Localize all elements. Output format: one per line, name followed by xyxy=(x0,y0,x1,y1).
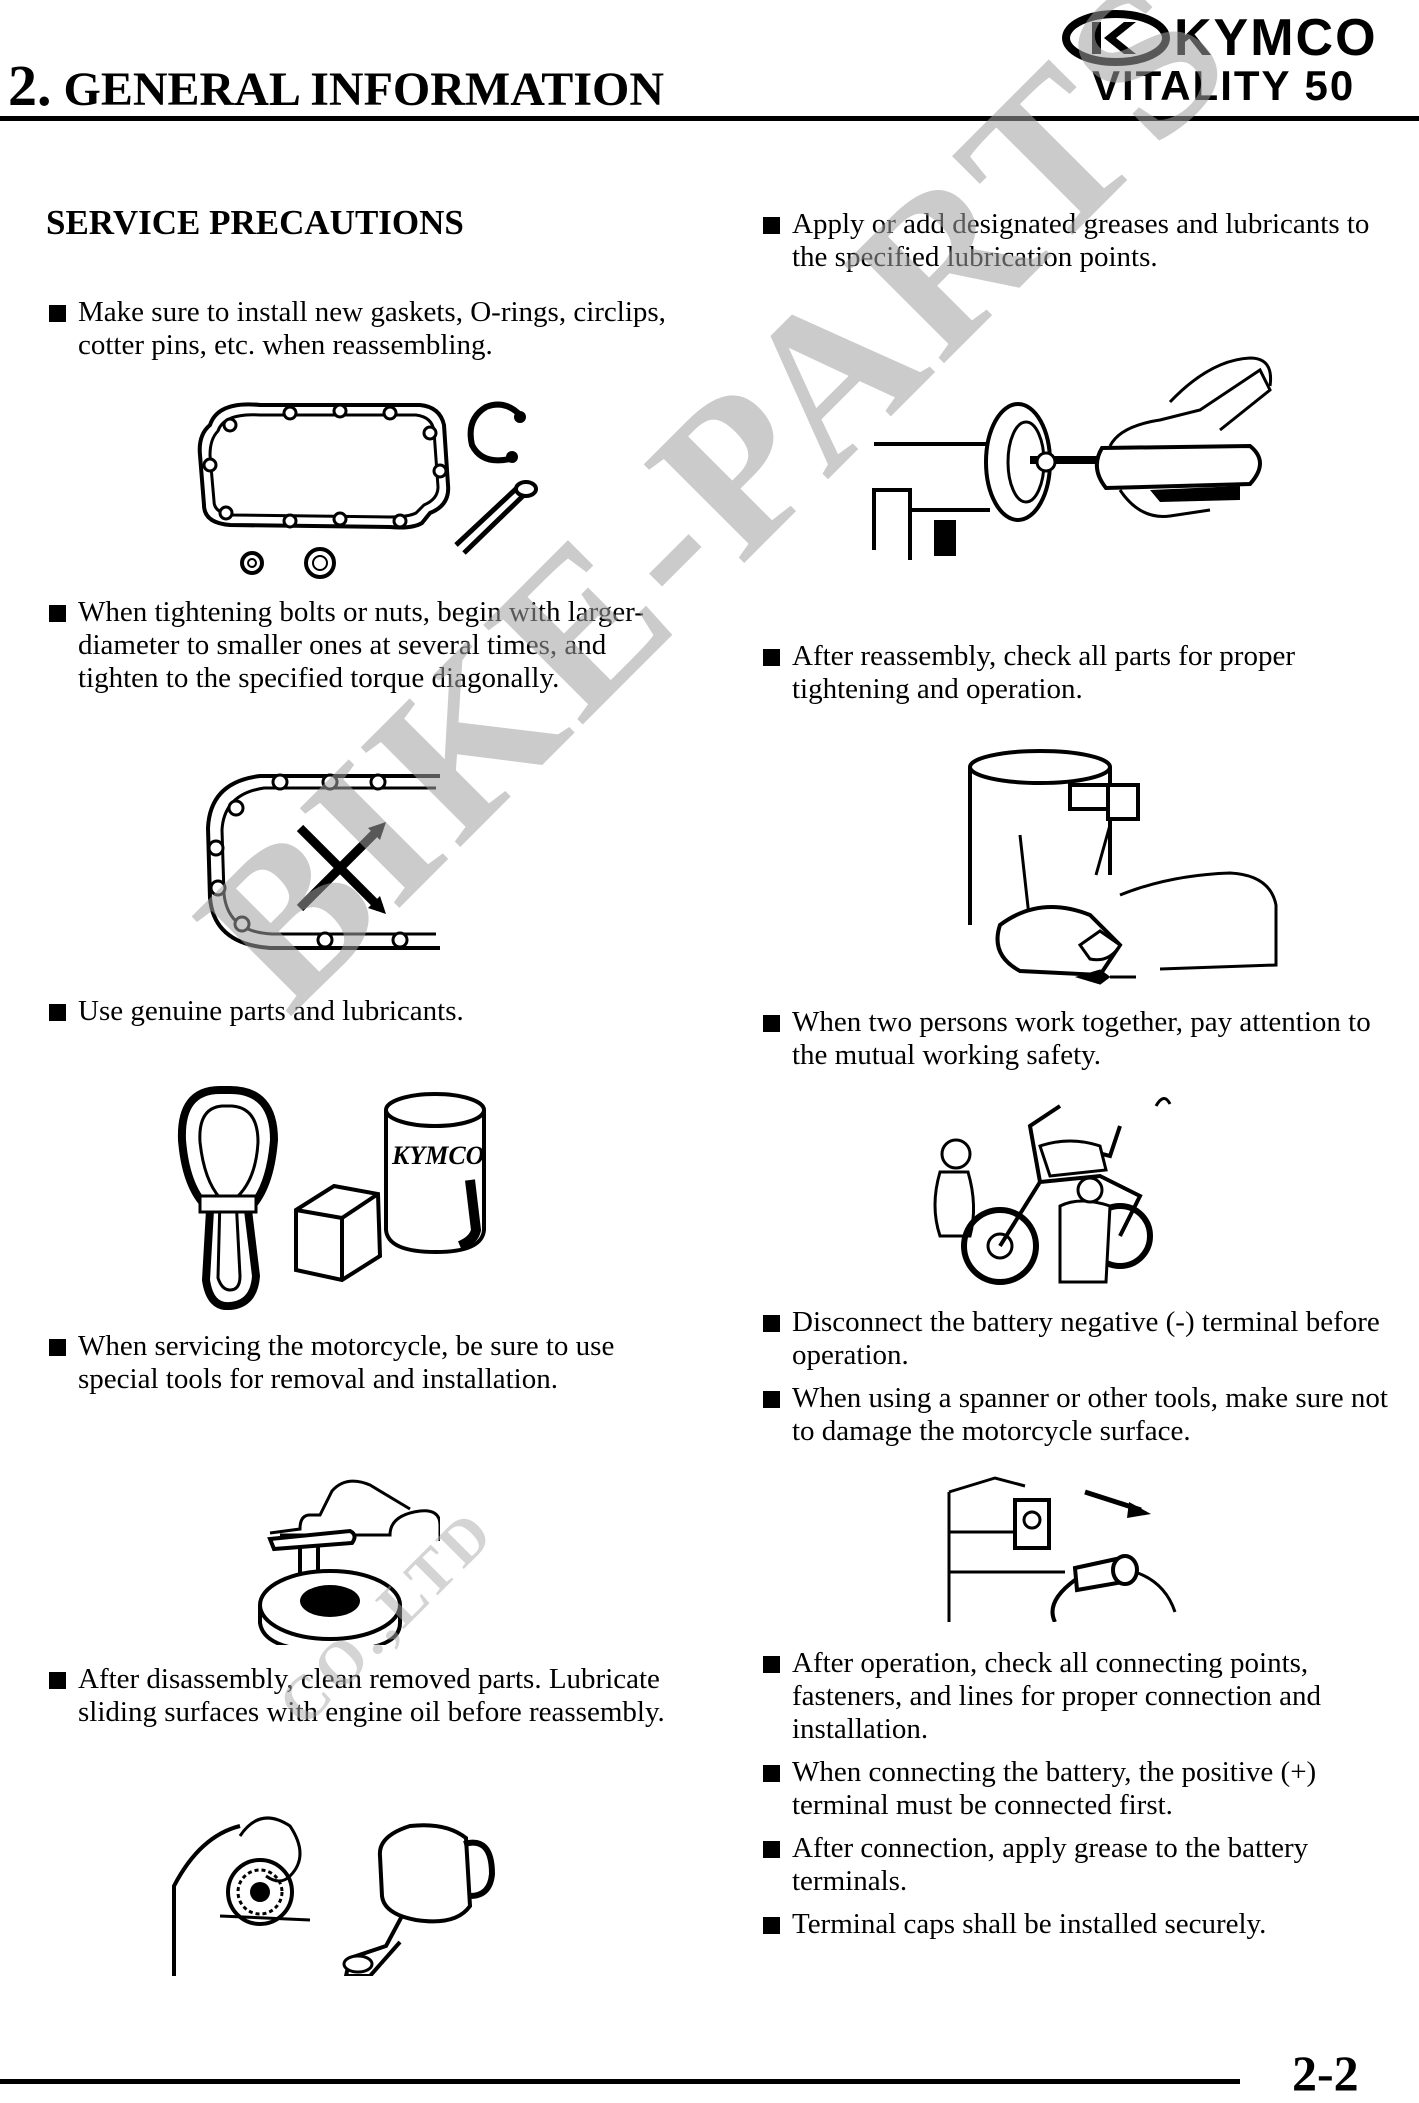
precaution-item: Make sure to install new gaskets, O-ring… xyxy=(46,296,686,362)
precaution-item: Disconnect the battery negative (-) term… xyxy=(760,1306,1400,1372)
precaution-item: After disassembly, clean removed parts. … xyxy=(46,1663,686,1729)
genuine-parts-illustration: KYMCO xyxy=(177,1086,486,1310)
section-heading: SERVICE PRECAUTIONS xyxy=(46,203,464,242)
precaution-item: Use genuine parts and lubricants. xyxy=(46,995,686,1028)
header-rule xyxy=(0,116,1419,121)
chapter-title-text: GENERAL INFORMATION xyxy=(63,63,665,116)
precaution-item: After connection, apply grease to the ba… xyxy=(760,1832,1400,1898)
chapter-title: 2. GENERAL INFORMATION xyxy=(8,52,664,119)
gasket-oring-circlip-illustration xyxy=(197,401,538,579)
kymco-logo-icon xyxy=(1062,10,1170,66)
brand-name: KYMCO xyxy=(1174,9,1378,67)
can-label: KYMCO xyxy=(391,1141,485,1170)
precaution-item: Apply or add designated greases and lubr… xyxy=(760,208,1400,274)
precaution-item: Terminal caps shall be installed securel… xyxy=(760,1908,1400,1941)
precaution-item: When two persons work together, pay atte… xyxy=(760,1006,1400,1072)
two-person-work-illustration xyxy=(933,1097,1172,1285)
cleaning-lubricating-illustration xyxy=(172,1816,496,1976)
battery-terminal-illustration xyxy=(947,1476,1177,1622)
brand-block: KYMCO VITALITY 50 xyxy=(1062,8,1412,109)
precaution-item: After operation, check all connecting po… xyxy=(760,1647,1400,1746)
special-tool-illustration xyxy=(258,1479,440,1645)
bolt-tightening-pattern-illustration xyxy=(205,773,440,950)
precaution-item: When using a spanner or other tools, mak… xyxy=(760,1382,1400,1448)
precaution-item: When tightening bolts or nuts, begin wit… xyxy=(46,596,686,695)
precaution-item: After reassembly, check all parts for pr… xyxy=(760,640,1400,706)
precaution-item: When servicing the motorcycle, be sure t… xyxy=(46,1330,686,1396)
chapter-number: 2. xyxy=(8,53,52,118)
model-name: VITALITY 50 xyxy=(1092,62,1356,109)
footer-rule xyxy=(0,2079,1240,2084)
grease-application-illustration xyxy=(872,356,1273,560)
precaution-item: When connecting the battery, the positiv… xyxy=(760,1756,1400,1822)
tightening-check-illustration xyxy=(968,749,1278,985)
page-number: 2-2 xyxy=(1292,2045,1359,2101)
